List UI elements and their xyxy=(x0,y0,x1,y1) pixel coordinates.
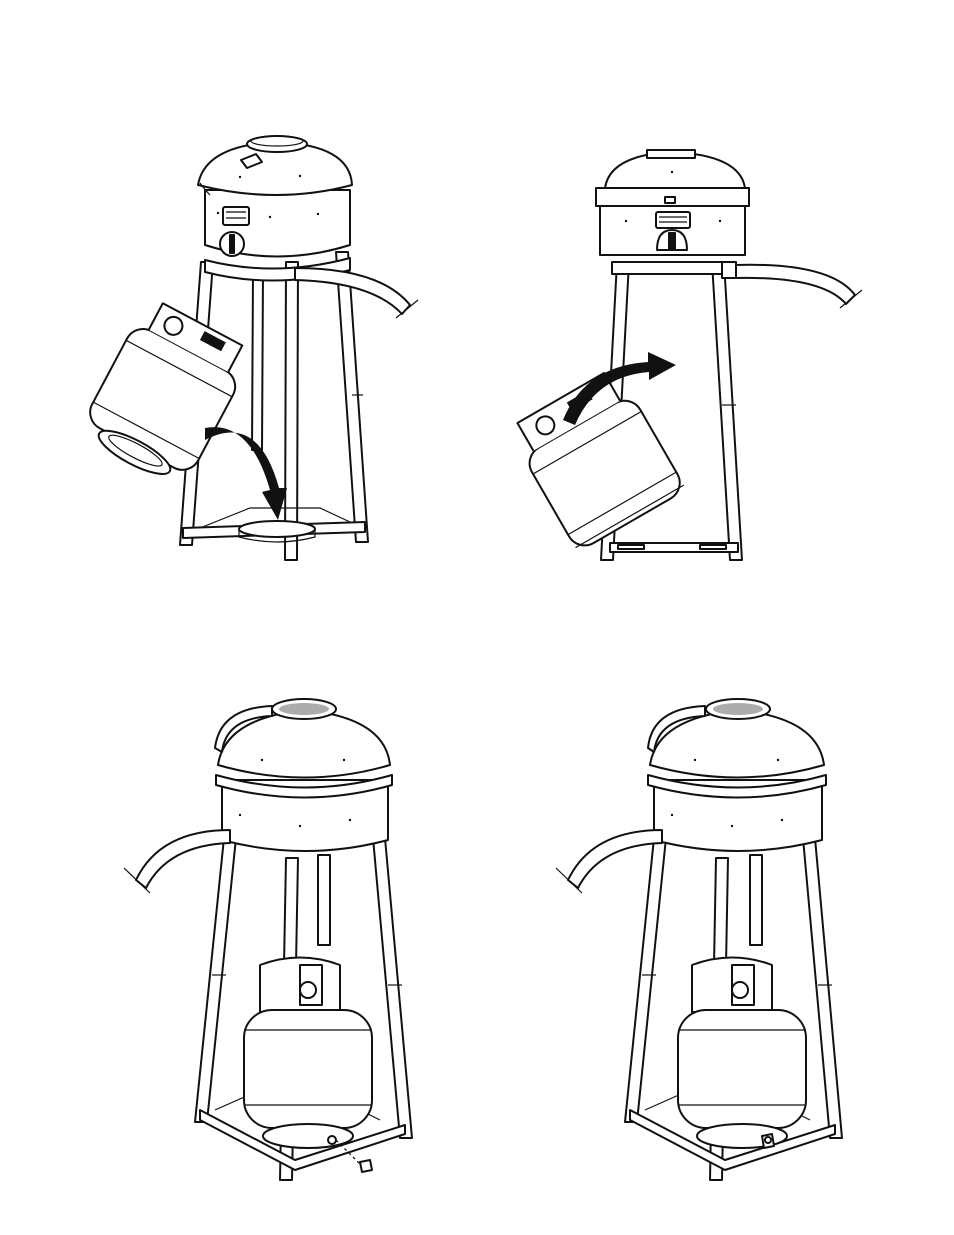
oven-head xyxy=(596,150,749,255)
base-frame xyxy=(183,508,365,542)
propane-tank xyxy=(76,296,256,491)
propane-tank xyxy=(507,366,686,551)
upper-support-ring xyxy=(612,262,728,274)
panel-4-tank-secured xyxy=(556,699,842,1180)
gas-hose xyxy=(136,830,230,888)
wing-nut xyxy=(762,1134,774,1148)
oven-head xyxy=(198,136,352,257)
base-frame xyxy=(610,543,738,552)
gas-hose xyxy=(568,830,662,888)
panel-1-tank-insertion xyxy=(76,136,418,560)
propane-tank xyxy=(678,958,806,1149)
insertion-arrow xyxy=(205,427,287,520)
oven-head xyxy=(648,699,826,851)
oven-head xyxy=(215,699,392,851)
propane-tank xyxy=(244,958,372,1149)
gas-hose xyxy=(735,265,855,304)
panel-2-tank-rotation xyxy=(507,150,862,560)
panel-3-tank-seated xyxy=(124,699,412,1180)
